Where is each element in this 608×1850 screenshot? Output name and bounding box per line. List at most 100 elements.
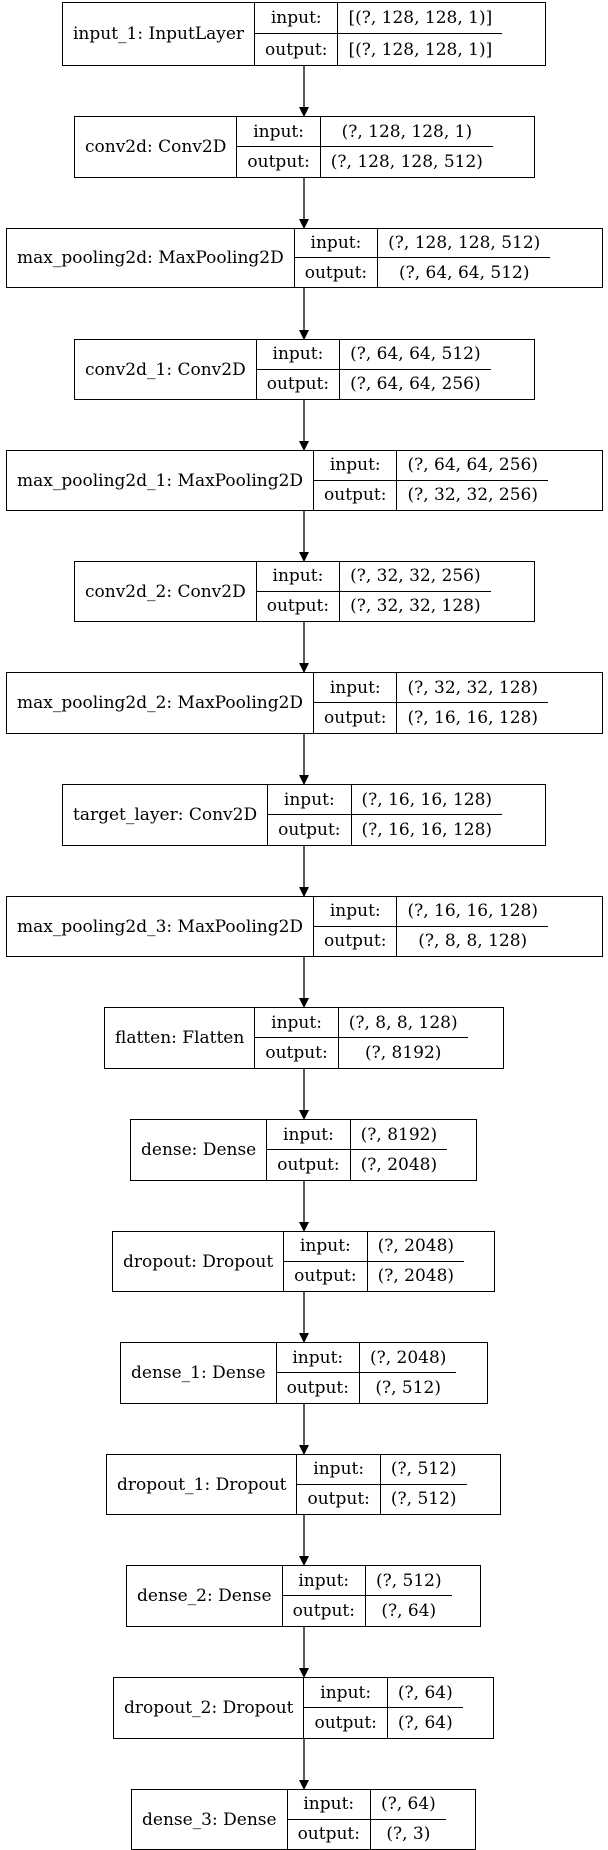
output-label: output:: [314, 703, 398, 733]
input-shape: (?, 64): [387, 1678, 463, 1708]
output-shape: (?, 64, 64, 256): [350, 374, 481, 395]
layer-io-table: input:(?, 8, 8, 128)output: (?, 8192): [255, 1008, 468, 1068]
input-label: input:: [282, 1566, 366, 1596]
layer-name: conv2d_1: Conv2D: [75, 340, 257, 399]
layer-name: dropout: Dropout: [113, 1232, 285, 1291]
output-shape: (?, 64): [397, 1713, 453, 1733]
output-label: output:: [267, 1150, 351, 1180]
output-label: output:: [257, 369, 341, 399]
input-shape: (?, 8, 8, 128): [338, 1008, 468, 1038]
layer-io-table: input:[(?, 128, 128, 1)]output:[(?, 128,…: [255, 3, 503, 65]
layer-name: target_layer: Conv2D: [63, 785, 269, 845]
layer-name: dropout_1: Dropout: [107, 1455, 298, 1514]
output-shape: (?, 64, 64, 512): [398, 262, 530, 283]
output-shape: (?, 512): [375, 1378, 442, 1398]
input-label: input:: [255, 1008, 339, 1038]
layer-name: input_1: InputLayer: [63, 3, 256, 65]
layer-io-table: input:(?, 64)output:(?, 64): [304, 1678, 463, 1738]
layer-io-table: input:(?, 8192)output:(?, 2048): [267, 1120, 448, 1180]
input-shape: (?, 64, 64, 512): [340, 340, 491, 370]
output-label: output:: [295, 258, 379, 287]
layer-io-table: input:(?, 64)output: (?, 3): [287, 1790, 446, 1849]
input-shape: (?, 128, 128, 1): [320, 117, 493, 147]
output-shape: (?, 32, 32, 256): [407, 485, 538, 506]
input-label: input:: [268, 785, 352, 815]
output-shape: (?, 64): [381, 1601, 437, 1621]
output-label: output:: [268, 815, 352, 845]
input-shape: (?, 32, 32, 128): [397, 673, 548, 703]
output-label: output:: [288, 1819, 371, 1849]
output-label: output:: [255, 1038, 339, 1068]
layer-io-table: input:(?, 32, 32, 256)output:(?, 32, 32,…: [256, 562, 491, 621]
output-shape: (?, 16, 16, 128): [407, 708, 538, 728]
output-label: output:: [277, 1373, 360, 1403]
input-label: input:: [256, 340, 341, 370]
output-label: output:: [237, 147, 321, 177]
layer-name: conv2d: Conv2D: [75, 117, 238, 177]
input-shape: (?, 512): [365, 1566, 452, 1596]
output-shape: (?, 128, 128, 512): [330, 152, 483, 172]
layer-io-table: input:(?, 2048)output: (?, 512): [276, 1343, 457, 1403]
output-shape: (?, 32, 32, 128): [350, 596, 481, 617]
output-label: output:: [283, 1596, 366, 1626]
output-label: output:: [284, 1261, 368, 1291]
layer-name: conv2d_2: Conv2D: [75, 562, 257, 621]
layer-name: max_pooling2d: MaxPooling2D: [7, 229, 295, 287]
layer-io-table: input:(?, 64, 64, 256)output:(?, 32, 32,…: [314, 451, 548, 510]
layer-name: dense: Dense: [131, 1120, 268, 1180]
input-shape: (?, 512): [380, 1455, 467, 1485]
layer-name: max_pooling2d_2: MaxPooling2D: [7, 673, 315, 733]
input-label: input:: [297, 1455, 381, 1485]
layer-io-table: input:(?, 128, 128, 512)output: (?, 64, 6…: [294, 229, 551, 287]
output-shape: [(?, 128, 128, 1)]: [348, 39, 493, 60]
layer-io-table: input:(?, 16, 16, 128)output:(?, 8, 8, 1…: [314, 897, 548, 956]
input-label: input:: [255, 3, 339, 34]
input-shape: (?, 128, 128, 512): [378, 229, 551, 258]
output-shape: (?, 8192): [364, 1043, 442, 1063]
layer-name: dropout_2: Dropout: [114, 1678, 305, 1738]
layer-io-table: input:(?, 512)output:(?, 512): [297, 1455, 467, 1514]
input-shape: (?, 2048): [359, 1343, 457, 1373]
layer-name: dense_3: Dense: [132, 1790, 288, 1849]
output-shape: (?, 512): [390, 1489, 457, 1510]
input-label: input:: [256, 562, 341, 592]
input-label: input:: [287, 1790, 371, 1820]
layer-io-table: input:(?, 2048)output:(?, 2048): [284, 1232, 465, 1291]
layer-io-table: input:(?, 64, 64, 512)output: (?, 64, 64,…: [256, 340, 491, 399]
output-label: output:: [304, 1708, 388, 1738]
output-label: output:: [297, 1484, 381, 1514]
input-shape: (?, 64): [370, 1790, 446, 1820]
output-shape: (?, 16, 16, 128): [361, 820, 493, 840]
input-label: input:: [314, 451, 398, 481]
output-shape: (?, 3): [386, 1824, 431, 1845]
layer-io-table: input:(?, 32, 32, 128)output: (?, 16, 16,…: [314, 673, 548, 733]
output-shape: (?, 2048): [360, 1155, 438, 1175]
input-shape: (?, 8192): [350, 1120, 448, 1150]
input-shape: (?, 2048): [367, 1232, 465, 1262]
input-shape: (?, 16, 16, 128): [351, 785, 503, 815]
layer-io-table: input:(?, 16, 16, 128)output:(?, 16, 16,…: [268, 785, 503, 845]
input-label: input:: [284, 1232, 368, 1262]
output-label: output:: [314, 480, 398, 510]
input-label: input:: [314, 673, 398, 703]
input-label: input:: [276, 1343, 360, 1373]
input-label: input:: [294, 229, 379, 258]
layer-name: flatten: Flatten: [105, 1008, 256, 1068]
